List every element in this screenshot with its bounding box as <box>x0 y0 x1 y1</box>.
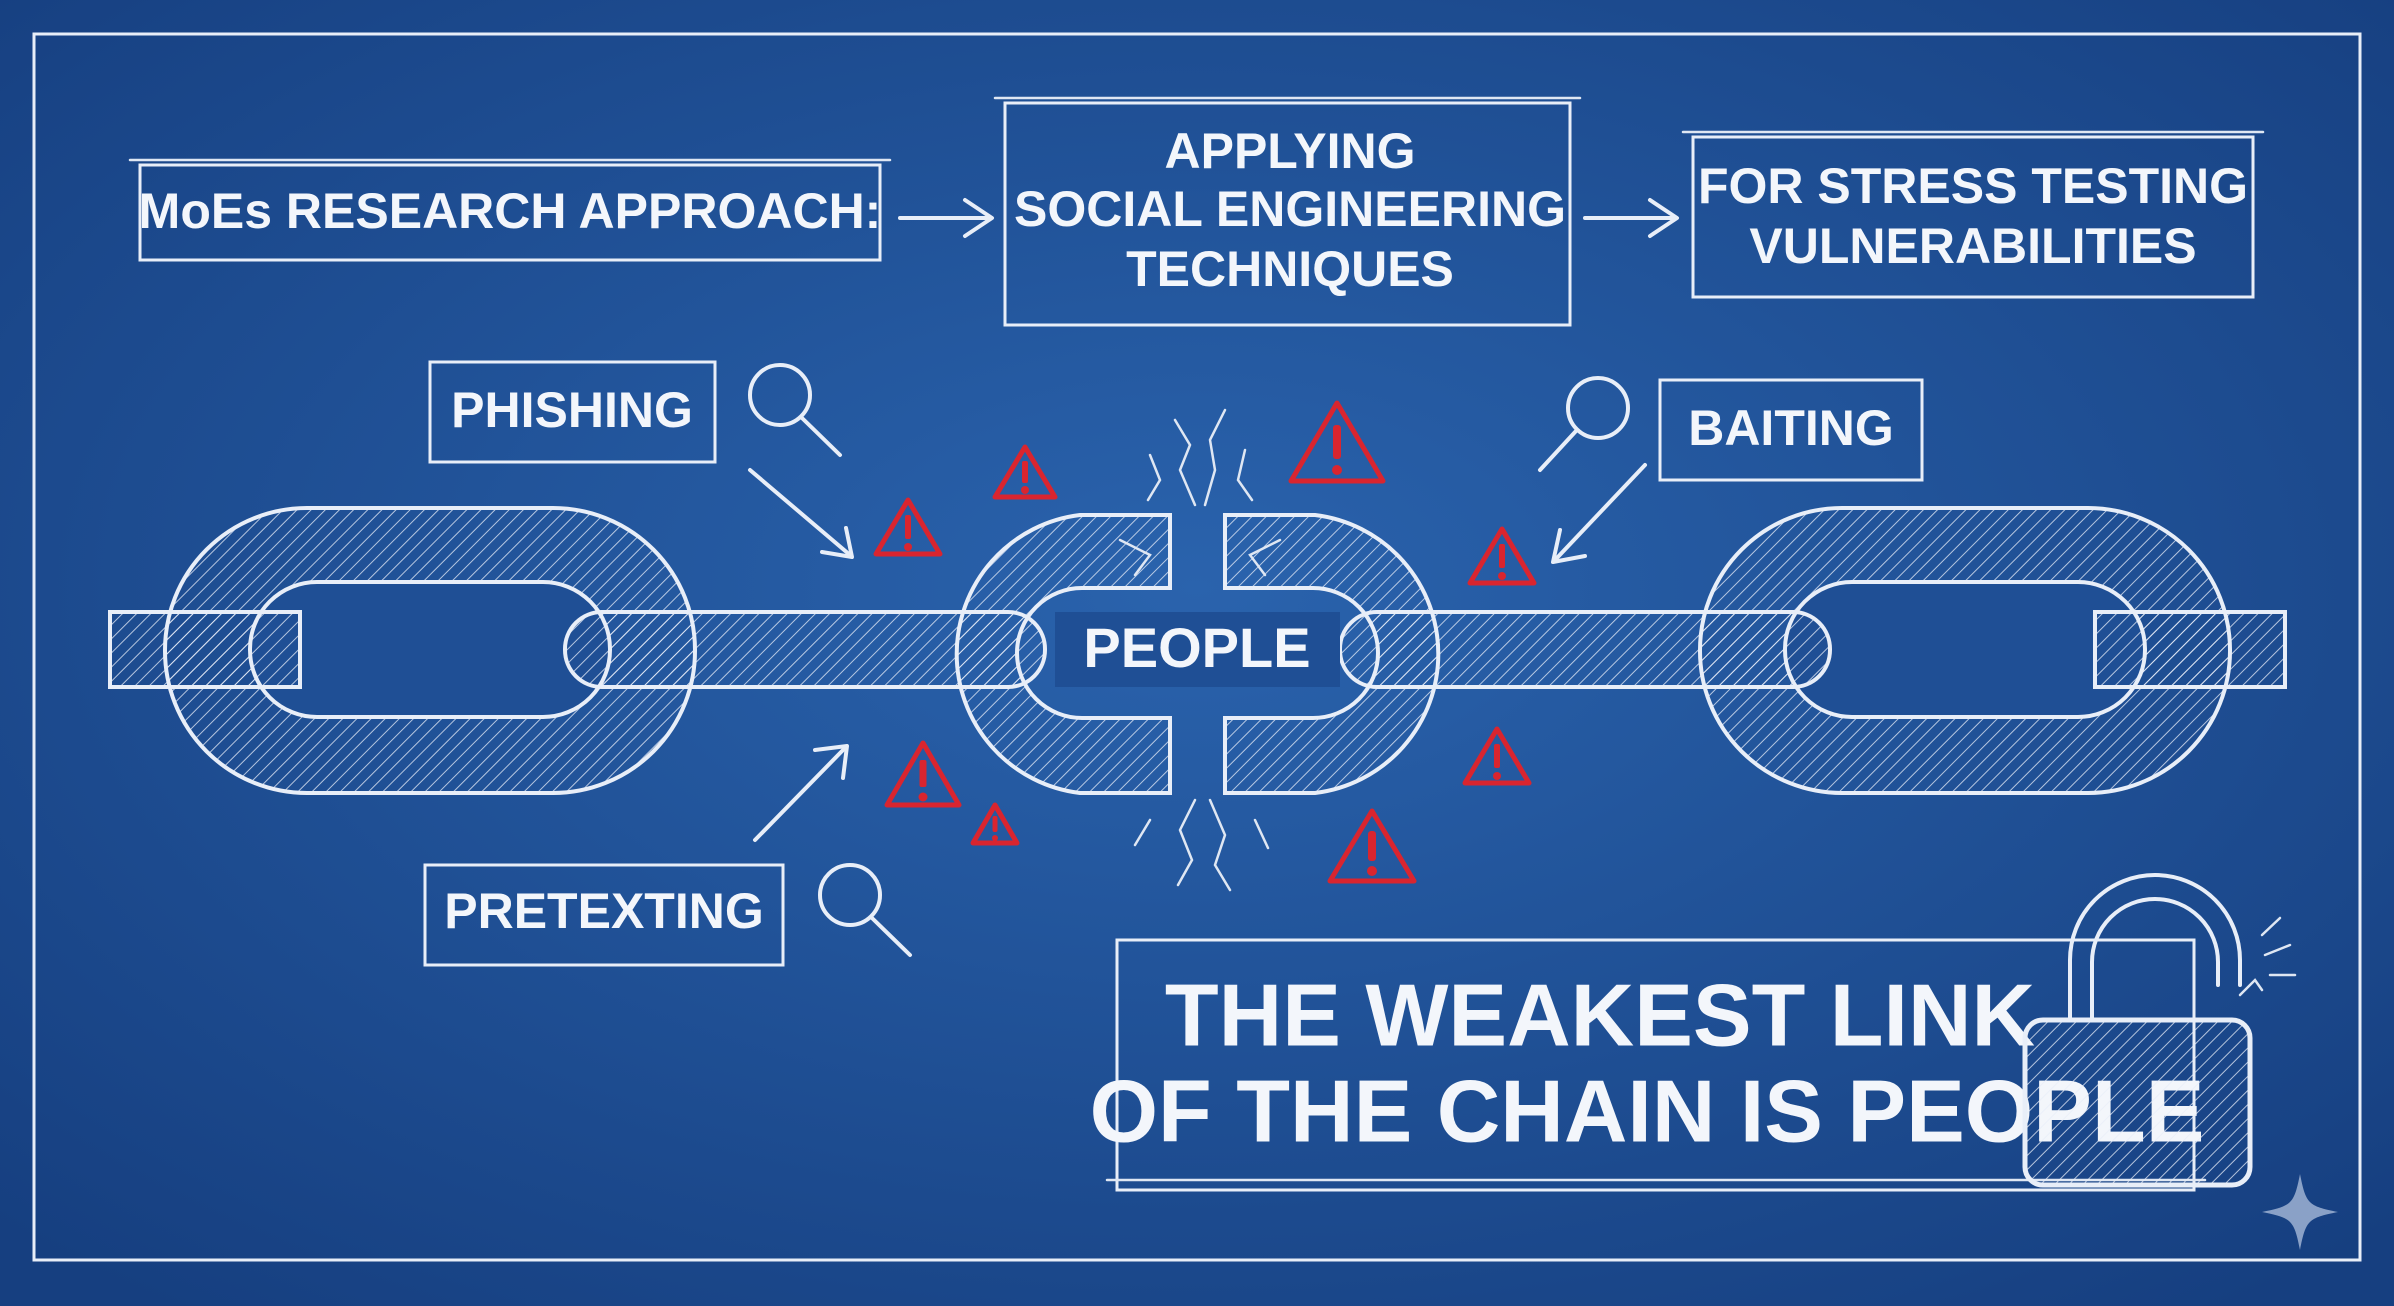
magnifier-icon <box>1538 376 1630 472</box>
arrow-right-icon <box>898 198 994 238</box>
open-padlock-icon <box>2022 873 2297 1188</box>
sparkle-icon <box>2262 1174 2338 1250</box>
flow-step-research-approach: MoEs RESEARCH APPROACH: <box>128 158 892 262</box>
social-engineering-label: SOCIAL ENGINEERING <box>1014 181 1566 237</box>
technique-phishing: PHISHING <box>428 360 717 464</box>
magnifier-icon <box>748 363 842 457</box>
flow-step-stress-testing: FOR STRESS TESTING VULNERABILITIES <box>1681 130 2265 299</box>
chain-link-left <box>163 506 697 795</box>
applying-label: APPLYING <box>1164 123 1415 179</box>
warning-icon <box>1467 526 1537 586</box>
arrow-phishing <box>748 468 854 559</box>
research-approach-label: MoEs RESEARCH APPROACH: <box>139 183 882 239</box>
flow-step-social-engineering: APPLYING SOCIAL ENGINEERING TECHNIQUES <box>993 96 1582 327</box>
warning-icon <box>970 802 1020 846</box>
magnifier-icon <box>818 863 912 957</box>
technique-baiting: BAITING <box>1658 378 1924 482</box>
people-center-label: PEOPLE <box>1083 616 1310 679</box>
weakest-link-line1: THE WEAKEST LINK <box>1165 965 2035 1064</box>
vulnerabilities-label: VULNERABILITIES <box>1749 218 2196 274</box>
chain-bar-right-center <box>1338 610 1832 689</box>
warning-icon <box>992 444 1058 500</box>
warning-icon <box>884 740 962 808</box>
warning-icon <box>1327 808 1417 884</box>
weakest-link-line2: OF THE CHAIN IS PEOPLE <box>1090 1061 2205 1160</box>
phishing-label: PHISHING <box>451 382 693 438</box>
technique-pretexting: PRETEXTING <box>423 863 785 967</box>
stress-testing-label: FOR STRESS TESTING <box>1698 158 2248 214</box>
chain-bar-right <box>2093 610 2287 689</box>
pretexting-label: PRETEXTING <box>444 883 763 939</box>
arrow-baiting <box>1551 463 1647 564</box>
people-label-backing <box>1055 612 1340 687</box>
chain-bar-left <box>108 610 302 689</box>
baiting-label: BAITING <box>1688 400 1894 456</box>
warning-icon <box>1462 726 1532 786</box>
warning-icon <box>1288 400 1386 484</box>
arrow-right-icon <box>1583 198 1679 238</box>
chain-bar-left-center <box>563 610 1047 689</box>
chain: PEOPLE <box>108 408 2287 892</box>
conclusion-box: THE WEAKEST LINK OF THE CHAIN IS PEOPLE <box>1090 938 2207 1192</box>
techniques-label: TECHNIQUES <box>1126 241 1454 297</box>
outer-border <box>32 32 2362 1262</box>
arrow-pretexting <box>753 744 849 842</box>
warning-icon <box>873 497 943 557</box>
crack-lines <box>1118 408 1282 892</box>
